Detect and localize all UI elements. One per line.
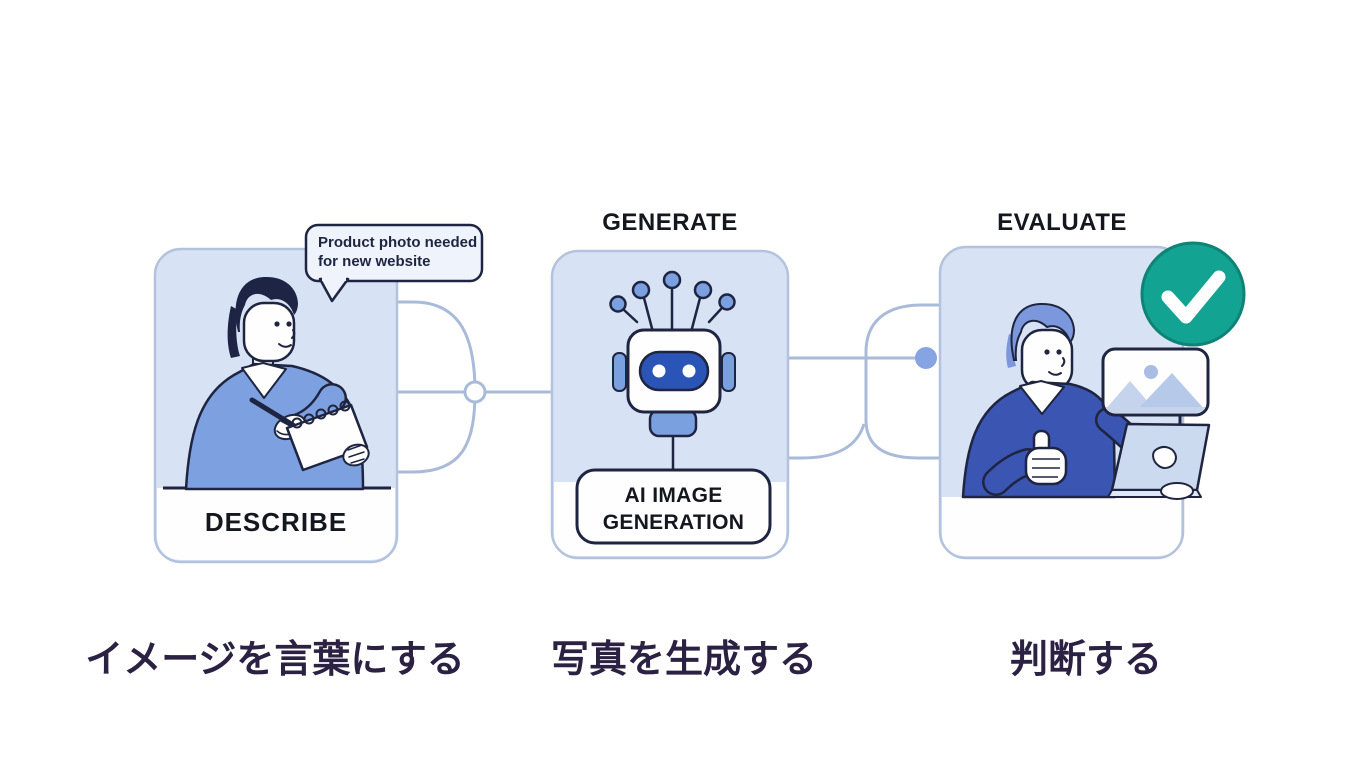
- connector-right-loop: [864, 303, 941, 460]
- robot-neck: [648, 408, 698, 438]
- filled-circle-node: [915, 347, 937, 369]
- ground-strip: [1105, 407, 1206, 413]
- panel-evaluate-footer: [942, 497, 1181, 556]
- speech-bubble-icon: [304, 223, 484, 303]
- caption-describe: イメージを言葉にする: [85, 637, 465, 681]
- caption-evaluate: 判断する: [1009, 637, 1163, 681]
- notepad-spiral: [327, 404, 339, 416]
- robot-antenna-tip: [662, 270, 682, 290]
- thumbnail-content: [1105, 365, 1206, 413]
- panel-evaluate: [938, 241, 1246, 560]
- connector-right-curve: [788, 423, 866, 460]
- writer-illustration: [184, 276, 370, 491]
- mountain-shape: [1105, 381, 1156, 411]
- check-circle-icon: [1140, 241, 1246, 347]
- image-thumbnail-icon: [1101, 347, 1210, 424]
- writer-collar: [241, 362, 287, 399]
- reviewer-hair: [1010, 302, 1076, 361]
- ai-generation-box: [575, 468, 772, 545]
- notepad-spiral: [339, 400, 351, 412]
- notepad-spiral: [315, 408, 327, 420]
- ai-box-line1: AI IMAGE: [624, 484, 723, 507]
- speech-bubble-line2: for new website: [318, 252, 431, 270]
- writer-eye: [274, 321, 280, 327]
- writer-face: [242, 301, 296, 363]
- panel-describe: [153, 223, 484, 564]
- robot-head-icon: [609, 270, 736, 438]
- writer-eye: [286, 321, 292, 327]
- caption-generate: 写真を生成する: [550, 637, 818, 681]
- robot-antenna-tip: [693, 280, 713, 300]
- robot-ear: [612, 352, 627, 392]
- check-mark: [1161, 270, 1226, 324]
- notepad-spiral: [291, 417, 303, 429]
- writer-holding-fingers: [347, 444, 365, 464]
- fist: [1024, 446, 1068, 486]
- robot-ear: [721, 352, 736, 392]
- robot-eye: [682, 364, 696, 378]
- panel-describe-footer: [157, 488, 395, 560]
- reviewer-smile: [1048, 371, 1062, 376]
- heading-evaluate: EVALUATE: [997, 209, 1127, 236]
- mountain-shape: [1136, 373, 1206, 411]
- thumbs-up-icon: [1024, 429, 1068, 486]
- ai-box-line2: GENERATION: [602, 511, 745, 534]
- open-circle-node: [463, 380, 487, 404]
- speech-bubble-body: [304, 223, 484, 283]
- laptop-logo: [1152, 446, 1178, 469]
- connector-right: [788, 303, 941, 460]
- robot-antenna-tip: [609, 295, 627, 313]
- robot-visor: [638, 350, 710, 392]
- panel-describe-border: [153, 247, 399, 564]
- robot-eye: [652, 364, 666, 378]
- panel-generate: [550, 249, 790, 560]
- laptop-icon: [1107, 422, 1211, 500]
- reviewer-hand: [1160, 482, 1194, 500]
- reviewer-eye: [1044, 349, 1050, 355]
- ai-generation-box-text: AI IMAGE GENERATION: [577, 482, 770, 536]
- panel-generate-border: [550, 249, 790, 560]
- robot-antenna-tip: [631, 280, 651, 300]
- writer-hair: [235, 276, 298, 332]
- writer-nose: [291, 329, 296, 339]
- speech-bubble-text: Product photo needed for new website: [318, 234, 488, 271]
- pen-icon: [249, 397, 296, 428]
- connector-left: [397, 300, 552, 474]
- sun-dot: [1144, 365, 1158, 379]
- reviewer-collar: [1019, 380, 1065, 415]
- reviewer-eye: [1056, 349, 1062, 355]
- finger-lines: [1032, 458, 1060, 478]
- robot-antenna-tip: [718, 293, 736, 311]
- reviewer-nose: [1061, 357, 1066, 367]
- notepad-spiral: [303, 413, 315, 425]
- speech-bubble-line1: Product photo needed: [318, 234, 478, 251]
- writer-back-hair: [227, 306, 240, 358]
- speech-bubble-seam: [322, 276, 346, 281]
- check-circle: [1140, 241, 1246, 347]
- connector-left-loop: [397, 300, 477, 474]
- writer-smile: [278, 343, 292, 348]
- panel-label-describe: DESCRIBE: [204, 507, 348, 537]
- heading-generate: GENERATE: [602, 209, 738, 236]
